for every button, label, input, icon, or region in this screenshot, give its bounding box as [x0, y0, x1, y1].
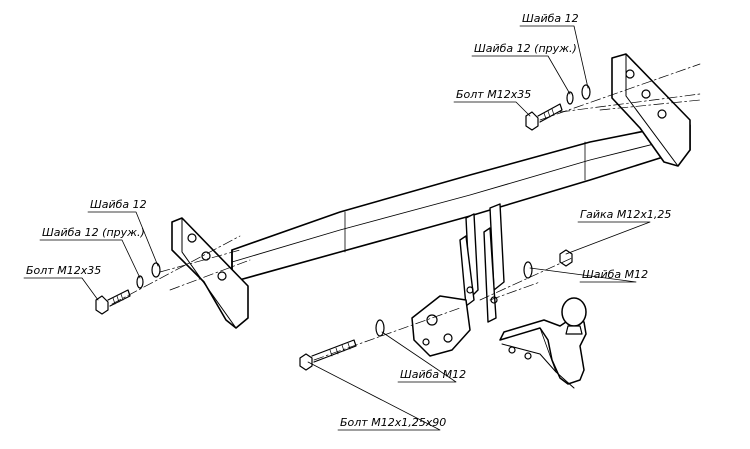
washer-right-1 [566, 84, 591, 105]
left-mounting-plate [171, 217, 249, 329]
label-spring-washer-12-right: Шайба 12 (пруж.) [474, 42, 577, 55]
bolt-left-m12x35 [95, 289, 131, 315]
washer-m12-bottom-part [375, 319, 385, 337]
leader-lines [23, 25, 651, 431]
label-washer-m12-right: Шайба М12 [582, 268, 649, 281]
center-brackets [459, 203, 505, 323]
label-bolt-m12x35-right: Болт М12х35 [456, 88, 532, 101]
label-spring-washer-12-left: Шайба 12 (пруж.) [42, 226, 145, 239]
bolt-right-m12x35 [525, 103, 563, 131]
label-bolt-m12x125x90: Болт М12х1,25х90 [340, 416, 447, 429]
label-washer-12-right: Шайба 12 [522, 12, 579, 25]
label-nut-m12x125: Гайка М12х1,25 [580, 208, 672, 221]
tow-ball-hook [499, 297, 587, 389]
bolt-m12x125x90 [299, 339, 357, 371]
label-washer-m12-bottom: Шайба М12 [400, 368, 467, 381]
washer-m12-right-part [523, 261, 533, 279]
assembly-axes [111, 63, 701, 361]
label-washer-12-left: Шайба 12 [90, 198, 147, 211]
label-bolt-m12x35-left: Болт М12х35 [26, 264, 102, 277]
ball-mount-plate [411, 295, 471, 357]
washer-left-1 [136, 262, 161, 289]
